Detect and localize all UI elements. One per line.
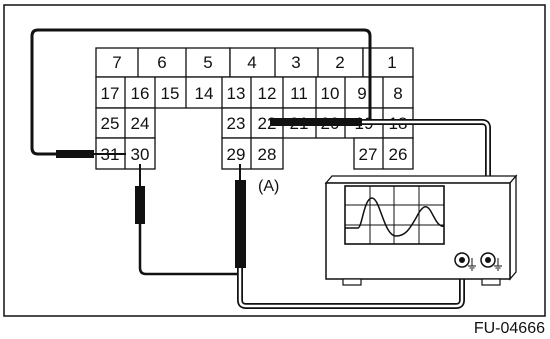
- pin-30: 30: [131, 145, 150, 164]
- header-3: 3: [291, 53, 300, 72]
- pin-24: 24: [131, 114, 150, 133]
- header-4: 4: [247, 53, 256, 72]
- header-2: 2: [335, 53, 344, 72]
- pin-14: 14: [195, 84, 214, 103]
- probe-a-handle: [235, 180, 246, 268]
- header-1: 1: [387, 53, 396, 72]
- header-5: 5: [203, 53, 212, 72]
- scope-grid: [345, 186, 444, 244]
- ground-icon-1: [468, 258, 476, 271]
- header-7: 7: [112, 53, 121, 72]
- pin-25: 25: [101, 114, 120, 133]
- pin-10: 10: [321, 84, 340, 103]
- pin-26: 26: [389, 145, 408, 164]
- pin-27: 27: [359, 145, 378, 164]
- oscilloscope: [324, 174, 518, 286]
- pin-28: 28: [258, 145, 277, 164]
- pin-9: 9: [357, 84, 366, 103]
- probe-a-coax-inner: [238, 264, 464, 308]
- pin-12: 12: [258, 84, 277, 103]
- header-6: 6: [157, 53, 166, 72]
- probe-a-label: (A): [258, 178, 279, 195]
- pin-11: 11: [290, 84, 308, 103]
- pin-16: 16: [131, 84, 150, 103]
- pin-17: 17: [101, 84, 120, 103]
- figure-code: FU-04666: [474, 320, 545, 337]
- ground-icon-2: [494, 258, 502, 271]
- probe-c-handle: [270, 118, 362, 126]
- jumper-probe-left: [56, 150, 94, 158]
- header-cell-left: [95, 47, 231, 78]
- probe-b-handle: [135, 186, 145, 224]
- pin-8: 8: [393, 84, 402, 103]
- pin-13: 13: [227, 84, 246, 103]
- pin-15: 15: [161, 84, 180, 103]
- jumper-wire: [30, 28, 372, 156]
- pin-23: 23: [227, 114, 246, 133]
- probe-c-coax-inner: [362, 120, 490, 254]
- scope-waveform: [345, 197, 445, 237]
- pin-29: 29: [227, 145, 246, 164]
- probe-b-lead: [138, 224, 240, 276]
